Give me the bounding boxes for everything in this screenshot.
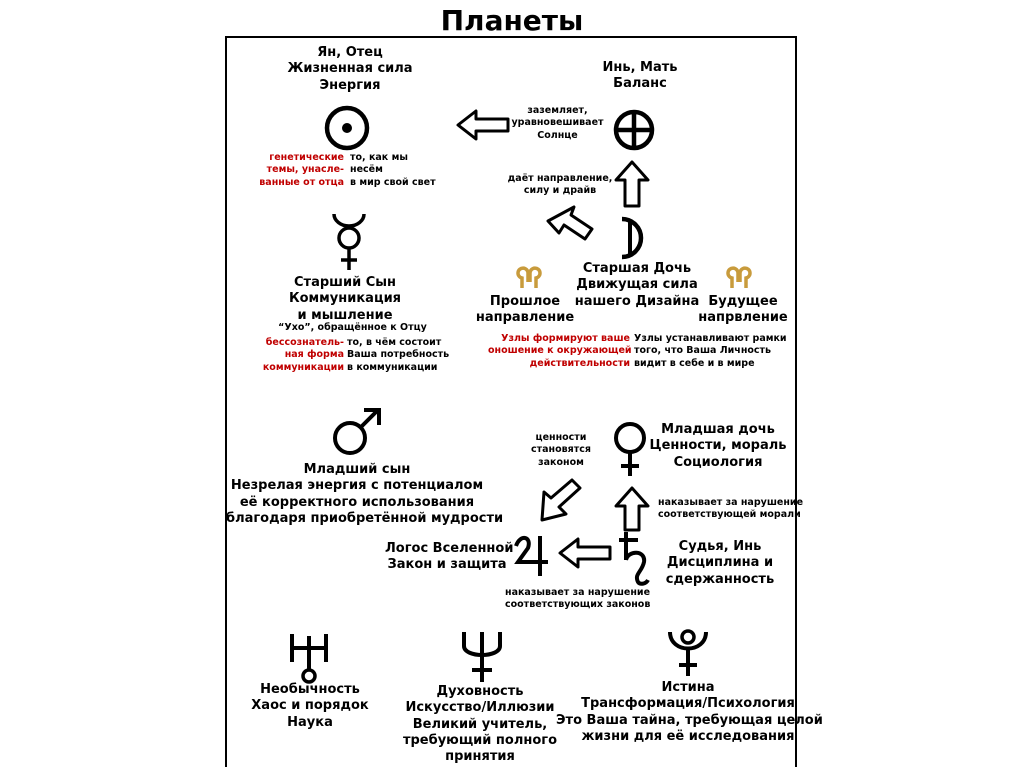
arrow-up-icon [614, 160, 650, 208]
venus-note: ценности становятся законом [531, 432, 591, 468]
past-node-label: Прошлое направление [475, 294, 575, 326]
jupiter-heading: Логос Вселенной Закон и защита [385, 541, 514, 573]
nodes-red-note: Узлы формируют ваше оношение к окружающе… [488, 333, 632, 369]
earth-note: заземляет, уравновешивает Солнце [511, 105, 604, 141]
saturn-note-down: наказывает за нарушение соответствующих … [505, 587, 651, 611]
neptune-icon [462, 632, 502, 682]
saturn-heading: Судья, Инь Дисциплина и сдержанность [665, 539, 775, 587]
earth-icon [613, 109, 655, 151]
mars-icon [333, 408, 381, 455]
page-title: Планеты [440, 4, 584, 37]
neptune-heading: Духовность Искусство/Иллюзии Великий учи… [402, 684, 558, 764]
mercury-icon [332, 213, 366, 270]
sun-black-note: то, как мы несём в мир свой свет [350, 152, 436, 188]
nodes-black-note: Узлы устанавливают рамки того, что Ваша … [634, 333, 787, 369]
jupiter-icon [514, 536, 548, 576]
moon-heading: Старшая Дочь Движущая сила нашего Дизайн… [574, 261, 700, 309]
moon-icon [621, 216, 644, 260]
mercury-red-note: бессознатель- ная форма коммуникации [262, 337, 344, 373]
arrow-left-icon [456, 109, 510, 141]
saturn-icon [619, 532, 650, 586]
mercury-black-note: то, в чём состоит Ваша потребность в ком… [347, 337, 450, 373]
arrow-up-left-icon [546, 205, 594, 241]
venus-icon [614, 422, 646, 476]
mercury-sub: “Ухо”, обращённое к Отцу [278, 322, 427, 333]
sun-icon [324, 105, 370, 151]
south-node-icon [516, 266, 542, 288]
future-node-label: Будущее напрвление [698, 294, 788, 326]
sun-heading: Ян, Отец Жизненная сила Энергия [287, 45, 413, 93]
saturn-note-up: наказывает за нарушение соответствующей … [658, 497, 804, 521]
uranus-icon [290, 634, 328, 684]
moon-note: даёт направление, силу и драйв [507, 173, 613, 197]
pluto-heading: Истина Трансформация/Психология Это Ваша… [556, 680, 823, 744]
earth-heading: Инь, Мать Баланс [602, 60, 678, 92]
venus-heading: Младшая дочь Ценности, мораль Социология [649, 422, 787, 470]
arrow-down-left-icon [540, 478, 582, 522]
mars-heading: Младший сын Незрелая энергия с потенциал… [226, 462, 504, 526]
uranus-heading: Необычность Хаос и порядок Наука [251, 682, 369, 730]
arrow-up-icon-2 [614, 486, 650, 532]
pluto-icon [668, 629, 708, 676]
sun-red-note: генетические темы, унасле- ванные от отц… [259, 152, 344, 188]
mercury-heading: Старший Сын Коммуникация и мышление [288, 275, 402, 323]
arrow-left-icon-2 [558, 537, 612, 569]
north-node-icon [726, 266, 752, 288]
diagram-frame [225, 36, 797, 767]
